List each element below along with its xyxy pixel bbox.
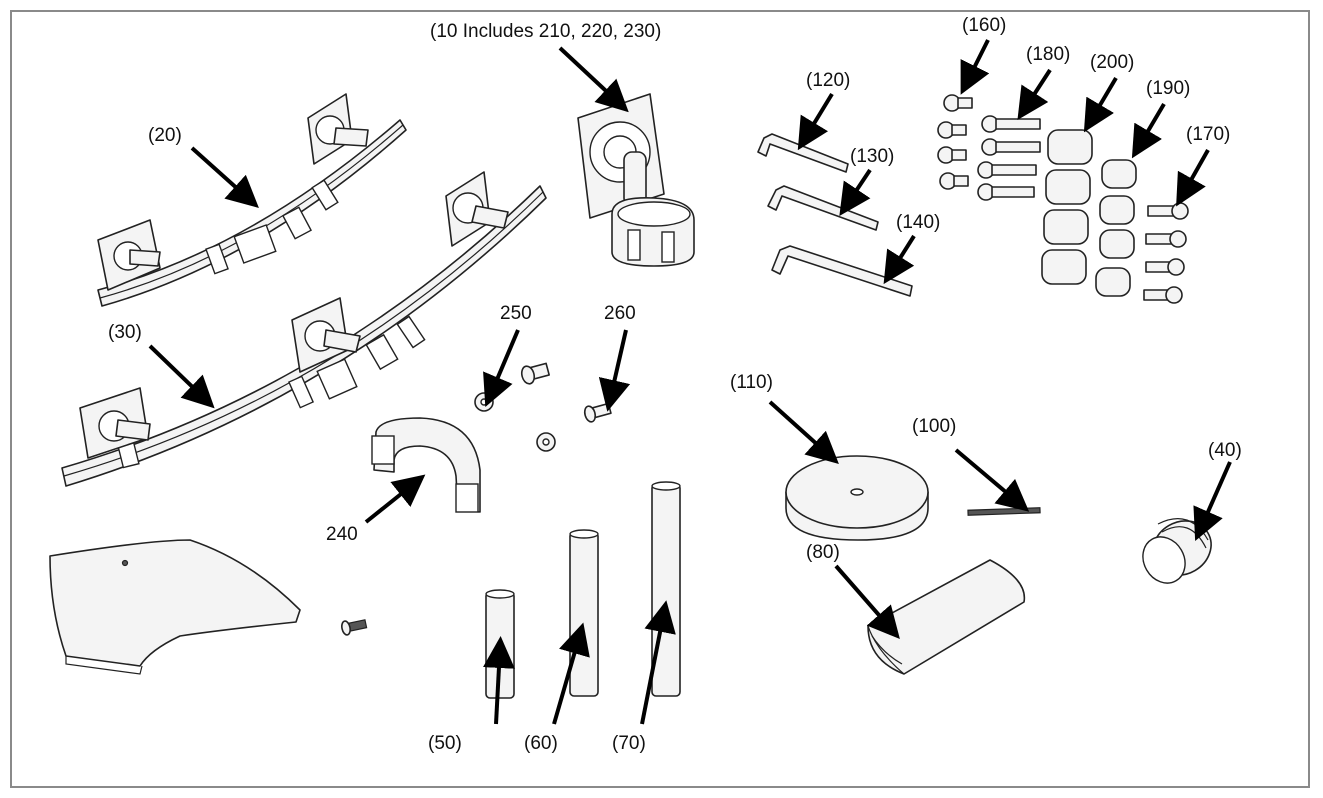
part-240-clamp bbox=[371, 417, 481, 513]
callout-80: (80) bbox=[806, 542, 840, 563]
screws-160 bbox=[937, 94, 973, 190]
callout-130: (130) bbox=[850, 146, 894, 167]
callout-250: 250 bbox=[500, 303, 532, 324]
part-20-short-rail bbox=[97, 93, 407, 307]
part-10-mount-head bbox=[577, 93, 695, 267]
callout-10: (10 Includes 210, 220, 230) bbox=[430, 21, 661, 42]
callout-260: 260 bbox=[604, 303, 636, 324]
part-110-disc bbox=[785, 455, 929, 541]
callout-70: (70) bbox=[612, 733, 646, 754]
part-100-rod bbox=[967, 507, 1041, 516]
part-40-knob bbox=[1142, 518, 1212, 584]
callout-140: (140) bbox=[896, 212, 940, 233]
post-70 bbox=[651, 481, 681, 697]
hex-keys bbox=[757, 133, 913, 297]
callout-100: (100) bbox=[912, 416, 956, 437]
diagram-border bbox=[10, 10, 1310, 788]
callout-160: (160) bbox=[962, 15, 1006, 36]
callout-190: (190) bbox=[1146, 78, 1190, 99]
post-60 bbox=[569, 529, 599, 697]
callout-110: (110) bbox=[730, 372, 773, 393]
spacers-200 bbox=[1041, 129, 1093, 285]
callout-50: (50) bbox=[428, 733, 462, 754]
callout-240: 240 bbox=[326, 524, 358, 545]
bolts-180 bbox=[977, 115, 1041, 201]
callout-170: (170) bbox=[1186, 124, 1230, 145]
base-plate bbox=[49, 539, 368, 675]
callout-120: (120) bbox=[806, 70, 850, 91]
bolts-170 bbox=[1143, 202, 1189, 304]
part-80-cover bbox=[867, 559, 1026, 675]
leader-arrows bbox=[148, 39, 1232, 725]
callout-40: (40) bbox=[1208, 440, 1242, 461]
callout-180: (180) bbox=[1026, 44, 1070, 65]
callout-20: (20) bbox=[148, 125, 182, 146]
callout-labels: (10 Includes 210, 220, 230) (20) (30) (4… bbox=[108, 15, 1242, 754]
callout-200: (200) bbox=[1090, 52, 1134, 73]
spacers-190 bbox=[1095, 159, 1137, 297]
callout-30: (30) bbox=[108, 322, 142, 343]
callout-60: (60) bbox=[524, 733, 558, 754]
hardware-250-260 bbox=[474, 362, 612, 452]
part-30-long-rail bbox=[61, 171, 547, 487]
